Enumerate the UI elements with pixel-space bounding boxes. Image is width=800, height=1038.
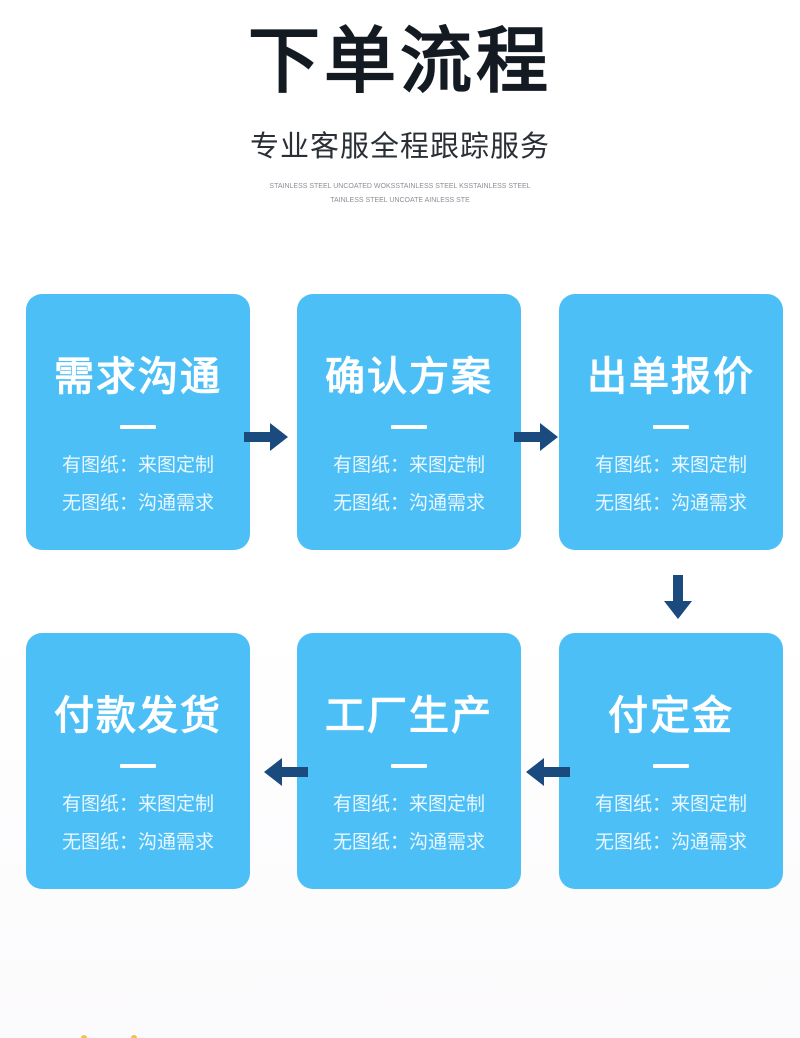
step-title: 付定金: [608, 693, 734, 739]
step-divider: [120, 764, 156, 768]
step-line-with-drawing: 有图纸：来图定制: [594, 454, 747, 476]
step-line-without-drawing: 无图纸：沟通需求: [332, 492, 485, 514]
step-card-demand-communication: 需求沟通 有图纸：来图定制 无图纸：沟通需求: [26, 294, 250, 550]
step-divider: [653, 425, 689, 429]
page-title: 下单流程: [247, 19, 552, 103]
step-line-with-drawing: 有图纸：来图定制: [61, 793, 214, 815]
step-line-without-drawing: 无图纸：沟通需求: [594, 492, 747, 514]
step-line-without-drawing: 无图纸：沟通需求: [594, 831, 747, 853]
arrow-right-icon: [244, 423, 288, 451]
step-line-with-drawing: 有图纸：来图定制: [332, 454, 485, 476]
step-title: 需求沟通: [54, 354, 222, 400]
step-title: 付款发货: [54, 693, 222, 739]
step-divider: [120, 425, 156, 429]
step-line-with-drawing: 有图纸：来图定制: [61, 454, 214, 476]
step-line-without-drawing: 无图纸：沟通需求: [61, 492, 214, 514]
step-divider: [653, 764, 689, 768]
step-line-with-drawing: 有图纸：来图定制: [594, 793, 747, 815]
step-card-deposit: 付定金 有图纸：来图定制 无图纸：沟通需求: [559, 633, 783, 889]
step-divider: [391, 425, 427, 429]
arrow-left-icon: [526, 758, 570, 786]
step-title: 确认方案: [325, 354, 493, 400]
arrow-left-icon: [264, 758, 308, 786]
step-line-without-drawing: 无图纸：沟通需求: [61, 831, 214, 853]
step-title: 出单报价: [587, 354, 755, 400]
arrow-down-icon: [664, 575, 692, 619]
step-card-confirm-plan: 确认方案 有图纸：来图定制 无图纸：沟通需求: [297, 294, 521, 550]
step-line-with-drawing: 有图纸：来图定制: [332, 793, 485, 815]
step-card-payment-shipping: 付款发货 有图纸：来图定制 无图纸：沟通需求: [26, 633, 250, 889]
decorative-dots: [81, 1035, 137, 1038]
decorative-caption-line-2: TAINLESS STEEL UNCOATE AINLESS STE: [330, 197, 470, 204]
step-line-without-drawing: 无图纸：沟通需求: [332, 831, 485, 853]
arrow-right-icon: [514, 423, 558, 451]
step-card-factory-production: 工厂生产 有图纸：来图定制 无图纸：沟通需求: [297, 633, 521, 889]
step-title: 工厂生产: [325, 693, 493, 739]
decorative-caption-line-1: STAINLESS STEEL UNCOATED WOKSSTAINLESS S…: [269, 183, 531, 190]
step-card-quotation: 出单报价 有图纸：来图定制 无图纸：沟通需求: [559, 294, 783, 550]
step-divider: [391, 764, 427, 768]
page-subtitle: 专业客服全程跟踪服务: [249, 129, 550, 163]
